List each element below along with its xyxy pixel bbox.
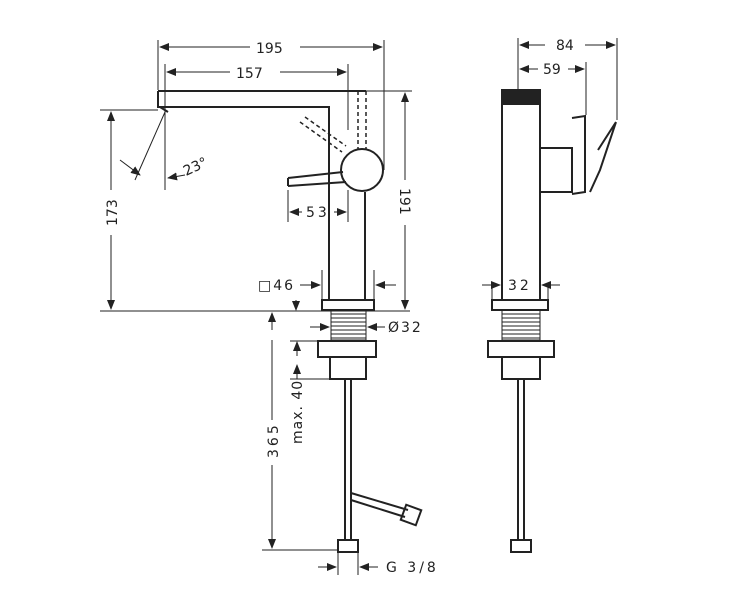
dim-59: 59 (543, 62, 561, 78)
side-base-plate (491, 299, 549, 311)
side-lever (571, 114, 617, 195)
side-handle-hub (539, 147, 573, 193)
hose-connector (337, 539, 359, 553)
dim-84: 84 (556, 38, 574, 54)
side-view: 84 59 32 (482, 38, 618, 553)
side-sleeve (501, 356, 541, 380)
dim-thread-dia: Ø32 (388, 320, 423, 336)
dim-angle: 23° (181, 155, 210, 180)
base-plate (321, 299, 375, 311)
dim-body-square: □46 (258, 278, 295, 294)
lever-raised-position (299, 91, 367, 153)
dim-191: 191 (396, 188, 412, 215)
dim-157: 157 (236, 66, 263, 82)
thread (330, 309, 367, 341)
dim-365: 365 (266, 422, 282, 458)
dim-connection: G 3/8 (386, 560, 439, 576)
side-body (501, 89, 541, 301)
side-thread (501, 309, 541, 341)
spout (157, 90, 366, 300)
side-nut (487, 340, 555, 358)
lever (287, 171, 347, 187)
side-spout-end (502, 90, 540, 105)
dim-173: 173 (105, 199, 121, 226)
nut (317, 340, 377, 358)
handle-hub (340, 148, 384, 192)
front-view: 195 157 173 191 23° 53 □46 Ø32 365 max. … (100, 40, 439, 576)
side-hoses (517, 379, 525, 540)
dim-32: 32 (508, 278, 532, 294)
dim-195: 195 (256, 41, 283, 57)
dim-max-40: max. 40 (290, 380, 306, 444)
side-connector (510, 539, 532, 553)
hoses (344, 379, 409, 540)
hose-connector-2 (399, 503, 423, 527)
mounting-sleeve (329, 356, 367, 380)
dim-53: 53 (306, 205, 330, 221)
